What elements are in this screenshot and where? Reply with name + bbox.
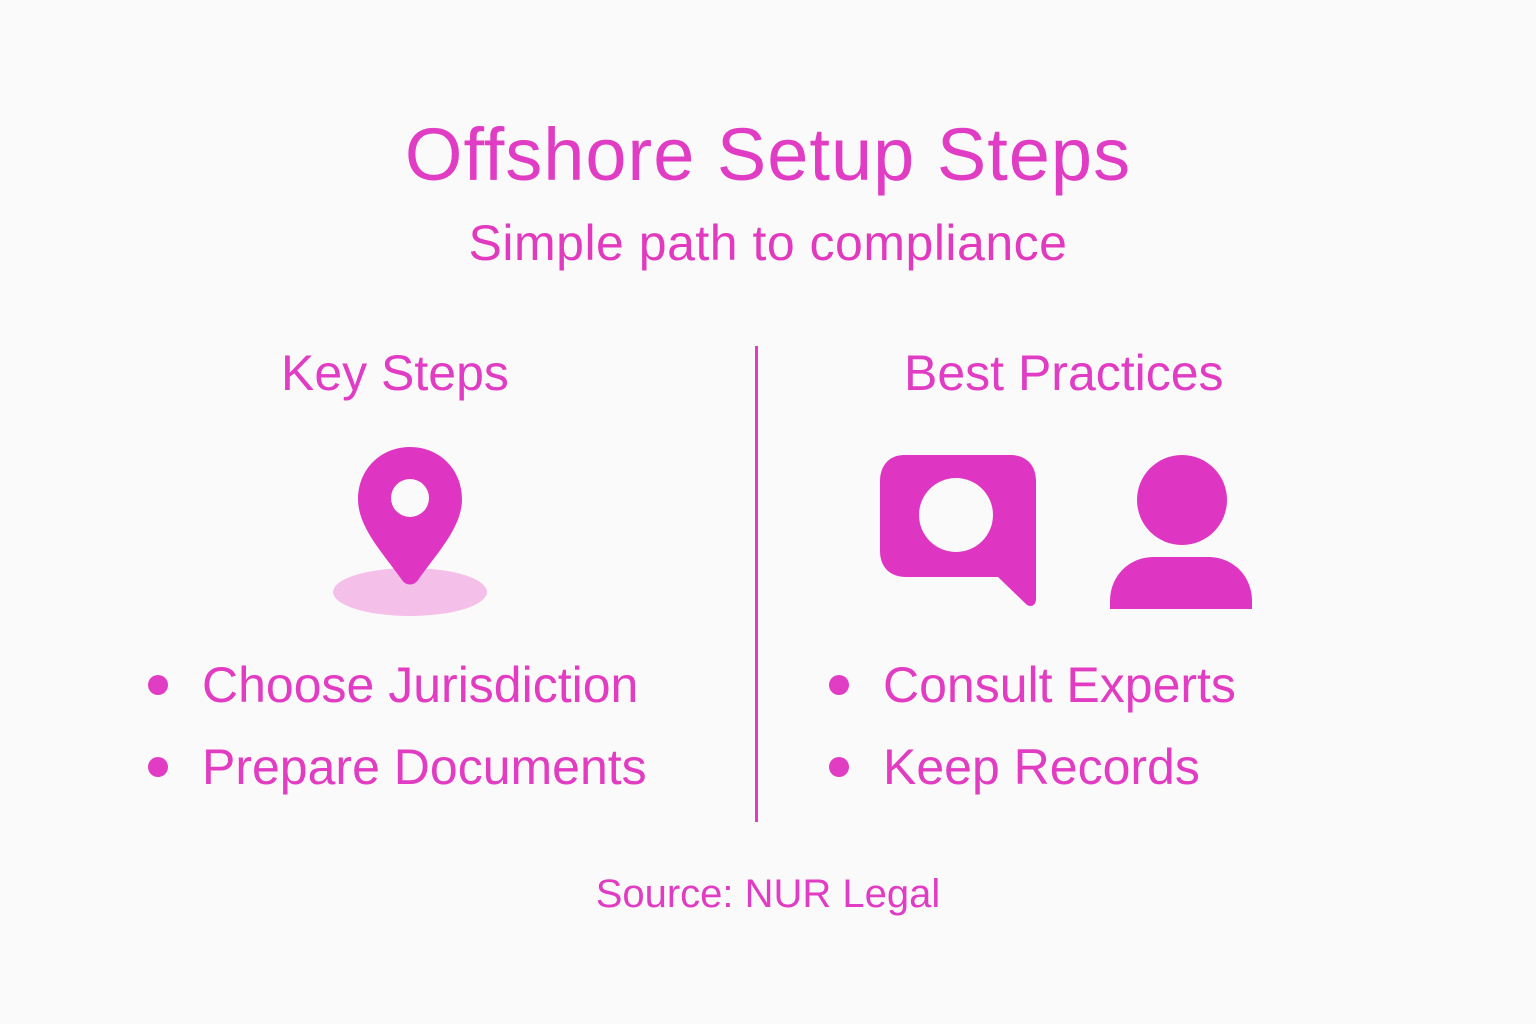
source-caption: Source: NUR Legal: [595, 872, 941, 916]
list-item-label: Prepare Documents: [202, 739, 647, 795]
page-subtitle: Simple path to compliance: [468, 215, 1068, 271]
list-item: Choose Jurisdiction: [148, 644, 647, 726]
key-steps-list: Choose Jurisdiction Prepare Documents: [148, 644, 647, 808]
list-item: Keep Records: [829, 726, 1236, 808]
bullet-icon: [148, 757, 168, 777]
best-practices-list: Consult Experts Keep Records: [829, 644, 1236, 808]
page-title: Offshore Setup Steps: [404, 113, 1132, 196]
user-icon: [1110, 455, 1252, 609]
chat-bubble-icon: [880, 455, 1036, 607]
column-divider: [755, 346, 758, 822]
key-steps-heading: Key Steps: [281, 345, 509, 401]
list-item-label: Consult Experts: [883, 657, 1236, 713]
list-item: Prepare Documents: [148, 726, 647, 808]
bullet-icon: [829, 675, 849, 695]
list-item: Consult Experts: [829, 644, 1236, 726]
best-practices-heading: Best Practices: [904, 345, 1224, 401]
list-item-label: Keep Records: [883, 739, 1200, 795]
bullet-icon: [148, 675, 168, 695]
bullet-icon: [829, 757, 849, 777]
list-item-label: Choose Jurisdiction: [202, 657, 639, 713]
map-pin-icon: [333, 447, 487, 616]
